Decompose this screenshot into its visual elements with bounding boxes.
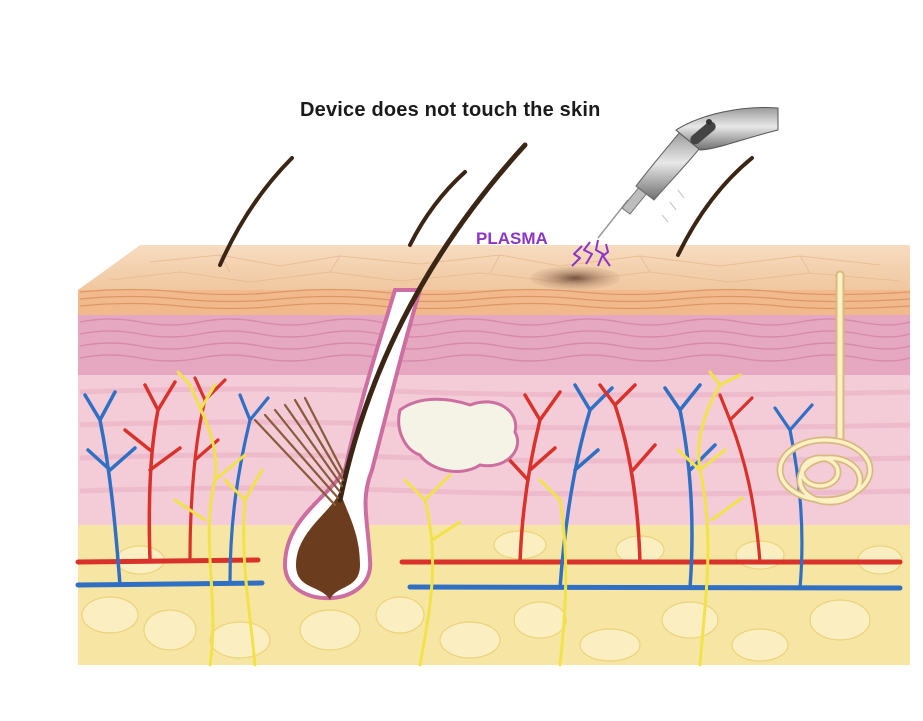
epidermis-surface	[78, 245, 910, 290]
hair-right	[676, 156, 754, 257]
epidermis-lines	[79, 288, 911, 310]
hair-shaft-main	[337, 142, 528, 503]
vein-horizontal-right	[407, 584, 903, 591]
dermis-upper-layer	[78, 310, 910, 375]
vascular-tree-left	[83, 376, 270, 587]
arrector-pili-muscle	[253, 396, 345, 507]
sebaceous-gland	[397, 397, 519, 474]
nerves	[173, 370, 744, 667]
device-note-label: Device does not touch the skin	[300, 99, 601, 121]
vein-horizontal-left	[75, 580, 265, 588]
sweat-gland	[776, 270, 874, 506]
hair-follicle	[282, 142, 528, 601]
artery-horizontal-left	[75, 557, 261, 565]
dermis-wave-lines	[79, 318, 911, 362]
treated-spot	[530, 266, 620, 290]
hair-left	[218, 156, 294, 267]
surface-cell-pattern	[109, 254, 901, 283]
plasma-pen-icon	[597, 106, 779, 239]
hair-middle	[408, 170, 467, 247]
plasma-label: PLASMA	[476, 229, 548, 248]
lightning-spark-icon	[571, 239, 611, 267]
vascular-tree-right	[503, 383, 814, 590]
hairs	[218, 156, 754, 267]
